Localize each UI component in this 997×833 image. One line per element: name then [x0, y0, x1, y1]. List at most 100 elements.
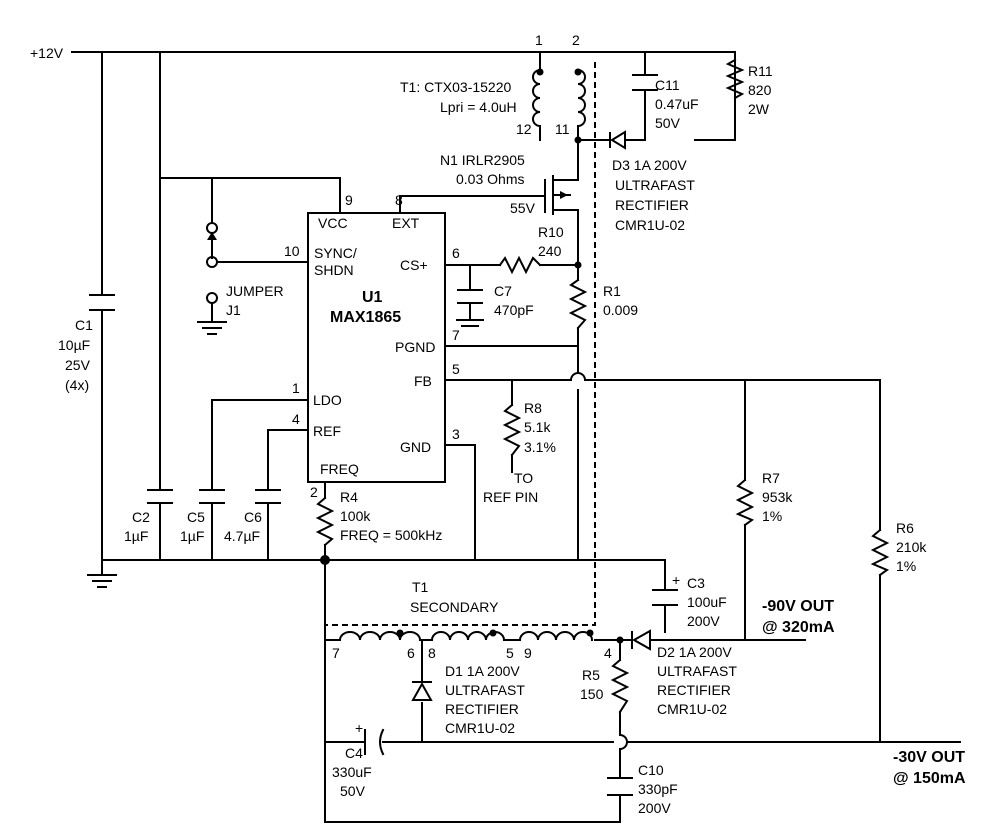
d2-line1: D2 1A 200V: [657, 644, 732, 660]
r6-value: 210k: [896, 539, 927, 555]
u1-pin7: 7: [452, 327, 460, 343]
r5-symbol: [610, 658, 630, 714]
c7-symbol: [457, 289, 483, 321]
u1-pin6: 6: [452, 245, 460, 261]
u1-shdn: SHDN: [314, 262, 354, 278]
t1-secondary-label: T1: [412, 579, 429, 595]
primary-coil-2: [576, 68, 586, 131]
t1-pin6: 6: [407, 645, 415, 661]
t1-secondary-label2: SECONDARY: [410, 599, 499, 615]
d2-line4: CMR1U-02: [657, 701, 727, 717]
u1-pin4: 4: [292, 411, 300, 427]
u1-pin1: 1: [292, 380, 300, 396]
c2-symbol: [147, 489, 173, 504]
d1-line1: D1 1A 200V: [445, 663, 520, 679]
c4-plus: +: [355, 720, 363, 736]
u1-part: MAX1865: [330, 309, 401, 326]
c5-symbol: [199, 489, 225, 504]
r7-value: 953k: [762, 489, 793, 505]
r11-symbol: [725, 58, 745, 100]
secondary-coil-3: [518, 631, 594, 642]
d3-line1: D3 1A 200V: [612, 157, 687, 173]
u1-ref: REF: [313, 423, 341, 439]
u1-ldo: LDO: [313, 392, 342, 408]
t1-pin7: 7: [332, 645, 340, 661]
u1-fb: FB: [414, 373, 432, 389]
c7-value: 470pF: [494, 302, 534, 318]
u1-name: U1: [362, 289, 383, 306]
r4-symbol: [315, 496, 335, 547]
c1-name: C1: [75, 317, 93, 333]
t1-label: T1: CTX03-15220: [400, 79, 511, 95]
c4-symbol: [364, 728, 385, 756]
t1-pin4: 4: [604, 645, 612, 661]
c4-value: 330uF: [332, 764, 372, 780]
c5-value: 1µF: [180, 528, 204, 544]
c5-name: C5: [187, 509, 205, 525]
t1-pin11: 11: [555, 121, 570, 137]
c6-name: C6: [244, 509, 262, 525]
u1-pin3: 3: [452, 426, 460, 442]
r7-tol: 1%: [762, 508, 782, 524]
c11-symbol: [632, 74, 658, 91]
c10-name: C10: [638, 762, 664, 778]
polarity-dot: [396, 629, 404, 637]
c10-value: 330pF: [638, 781, 678, 797]
r7-name: R7: [762, 470, 780, 486]
out90-line1: -90V OUT: [762, 598, 834, 615]
c7-name: C7: [494, 283, 512, 299]
u1-pgnd: PGND: [395, 339, 435, 355]
jumper-j1[interactable]: [206, 222, 309, 304]
u1-pin10: 10: [284, 243, 300, 259]
n1-volt: 55V: [510, 200, 536, 216]
jumper-line2: J1: [226, 302, 241, 318]
c3-symbol: [652, 589, 678, 606]
d1-line2: ULTRAFAST: [445, 682, 525, 698]
c3-plus: +: [672, 572, 680, 588]
d2-symbol: [631, 629, 651, 651]
c10-symbol: [607, 777, 633, 796]
c10-volt: 200V: [638, 800, 671, 816]
r8-symbol: [502, 403, 522, 457]
r4-name: R4: [340, 489, 358, 505]
d2-line3: RECTIFIER: [657, 682, 731, 698]
c1-symbol: [89, 294, 115, 311]
r8-tol: 3.1%: [524, 439, 556, 455]
r6-name: R6: [896, 520, 914, 536]
n1-ohms: 0.03 Ohms: [456, 171, 524, 187]
c11-name: C11: [655, 77, 680, 93]
polarity-dot: [536, 68, 544, 76]
ground-symbol: [197, 321, 227, 335]
u1-ext: EXT: [392, 215, 420, 231]
d2-line2: ULTRAFAST: [657, 663, 737, 679]
junction-dots: [320, 136, 624, 644]
t1-pin1: 1: [535, 32, 543, 48]
r10-name: R10: [538, 224, 564, 240]
u1-pin8: 8: [395, 192, 403, 208]
c6-value: 4.7µF: [224, 528, 260, 544]
r8-value: 5.1k: [524, 419, 551, 435]
c1-qty: (4x): [65, 377, 89, 393]
r7-symbol: [735, 478, 755, 527]
supply-label: +12V: [30, 45, 64, 61]
c4-volt: 50V: [340, 783, 366, 799]
t1-pin2: 2: [572, 32, 580, 48]
d1-symbol: [411, 681, 433, 701]
u1-ic-body: [307, 212, 446, 483]
r1-symbol: [568, 278, 588, 330]
c2-name: C2: [132, 509, 150, 525]
t1-lpri: Lpri = 4.0uH: [440, 99, 517, 115]
polarity-dot: [574, 68, 582, 76]
t1-pin5: 5: [506, 645, 514, 661]
d3-line2: ULTRAFAST: [615, 177, 695, 193]
ground-symbol: [87, 574, 117, 588]
c11-volt: 50V: [655, 115, 681, 131]
r5-value: 150: [580, 686, 604, 702]
u1-vcc: VCC: [318, 215, 348, 231]
n1-label: N1 IRLR2905: [440, 152, 525, 168]
c3-value: 100uF: [687, 594, 727, 610]
t1-pin8: 8: [428, 645, 436, 661]
d3-symbol: [609, 130, 626, 150]
